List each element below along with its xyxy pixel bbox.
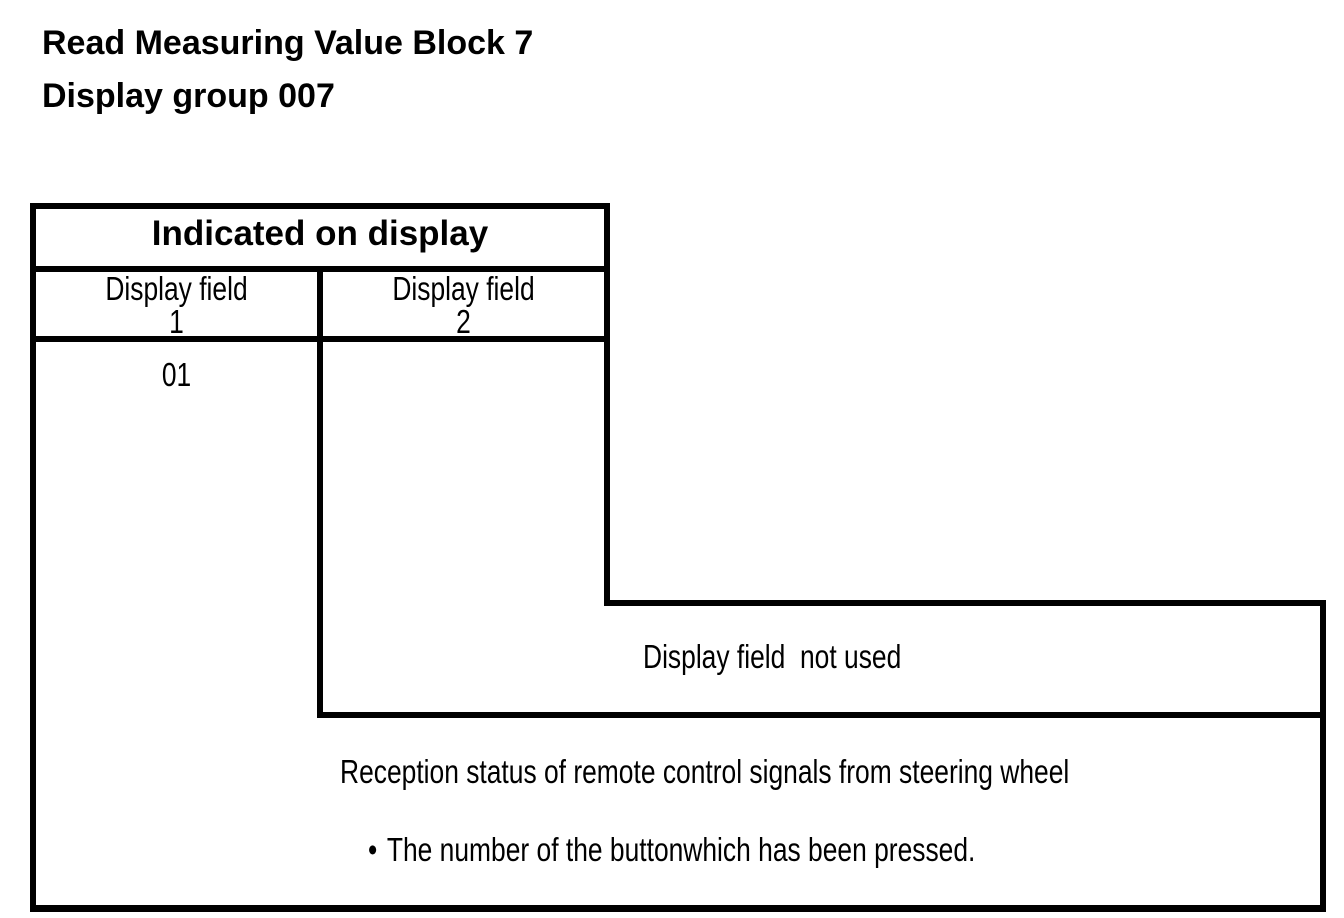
step-divider-lower (317, 712, 1326, 718)
display-field-1-value: 01 (161, 356, 192, 393)
bullet-line: •The number of the buttonwhich has been … (368, 831, 975, 869)
table-header-indicated-on-display: Indicated on display (151, 214, 489, 253)
column-1-number: 1 (169, 303, 184, 340)
bullet-marker: • (368, 831, 378, 868)
table-border-top (30, 203, 610, 209)
table-right-edge (604, 203, 610, 606)
table-border-bottom (30, 905, 1326, 912)
column-divider (317, 266, 323, 718)
column-1-label: Display field (105, 270, 248, 307)
table-border-left (30, 203, 36, 912)
column-2-number: 2 (456, 303, 471, 340)
display-field-not-used-label: Display field not used (643, 638, 902, 675)
page-title-line-2: Display group 007 (42, 77, 335, 115)
column-header-display-field-1: Display field 1 (64, 272, 289, 338)
step-divider-upper (604, 600, 1326, 606)
column-header-display-field-2: Display field 2 (351, 272, 576, 338)
column-2-label: Display field (392, 270, 535, 307)
bullet-text: The number of the buttonwhich has been p… (386, 831, 976, 868)
page-title-line-1: Read Measuring Value Block 7 (42, 24, 534, 62)
reception-status-description: Reception status of remote control signa… (340, 753, 1070, 790)
table-border-right (1320, 600, 1326, 912)
